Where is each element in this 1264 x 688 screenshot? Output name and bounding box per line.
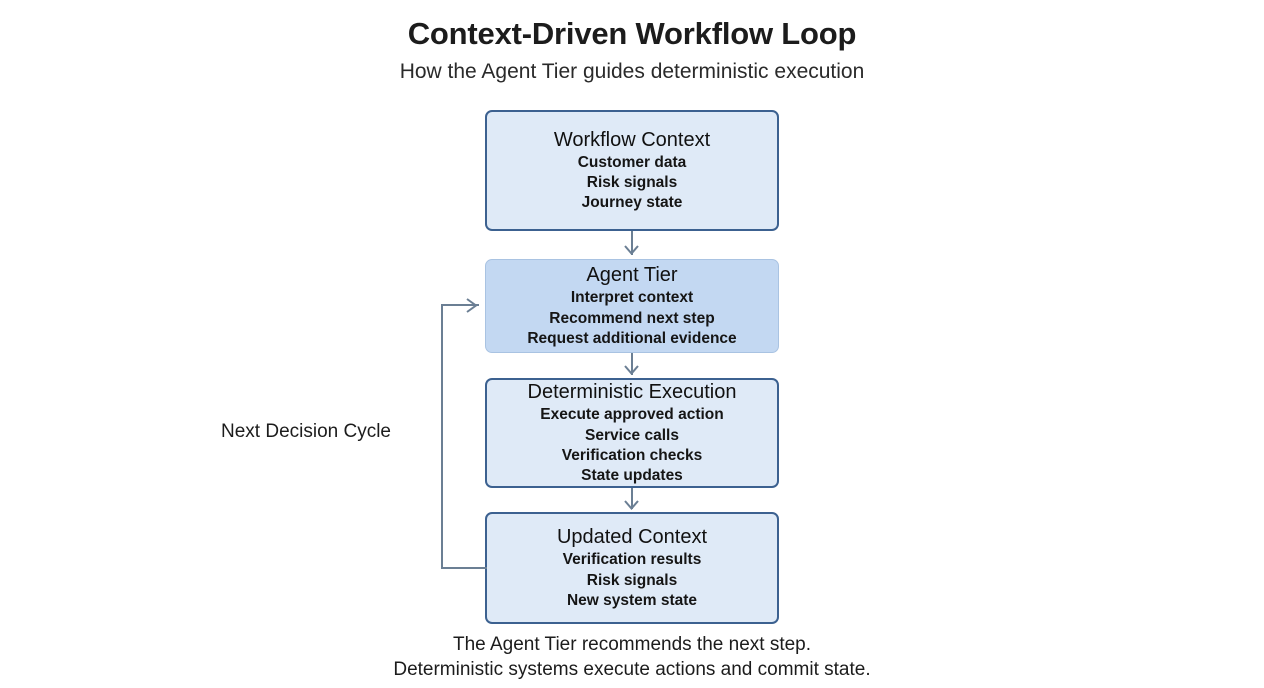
page-subtitle: How the Agent Tier guides deterministic … [399,60,865,83]
diagram-caption: The Agent Tier recommends the next step.… [0,632,1264,683]
arrow-down-icon [624,365,639,375]
page-title: Context-Driven Workflow Loop [407,16,857,51]
node-detail-line: Risk signals [586,174,678,192]
arrow-down-icon [624,245,639,255]
node-detail-line: Verification checks [561,446,703,464]
connector-line [631,231,633,255]
node-detail-line: Execute approved action [540,406,724,424]
arrow-right-icon [466,298,478,313]
node-title: Workflow Context [553,128,711,151]
node-detail-line: New system state [566,591,698,609]
node-agent-tier[interactable]: Agent Tier Interpret context Recommend n… [485,259,779,353]
caption-line-2: Deterministic systems execute actions an… [393,659,871,681]
node-detail-line: Customer data [577,153,687,171]
node-detail-line: State updates [581,466,683,484]
node-detail-line: Risk signals [586,571,678,589]
node-title: Updated Context [556,526,708,549]
node-detail-line: Request additional evidence [527,329,737,347]
node-detail-line: Journey state [581,194,683,212]
node-updated-context[interactable]: Updated Context Verification results Ris… [485,512,779,624]
feedback-loop-segment-vertical [441,304,443,569]
node-detail-line: Recommend next step [549,309,715,327]
connector-line [631,488,633,509]
node-detail-line: Verification results [562,551,702,569]
feedback-loop-label: Next Decision Cycle [221,421,391,442]
caption-line-1: The Agent Tier recommends the next step. [452,634,812,655]
node-detail-line: Interpret context [570,289,694,307]
node-title: Agent Tier [586,264,678,287]
feedback-loop-segment-bottom [441,567,487,569]
node-title: Deterministic Execution [527,381,737,404]
node-workflow-context[interactable]: Workflow Context Customer data Risk sign… [485,110,779,231]
connector-line [631,353,633,375]
feedback-loop-segment-top [441,304,479,306]
node-deterministic-execution[interactable]: Deterministic Execution Execute approved… [485,378,779,488]
arrow-down-icon [624,500,639,510]
node-detail-line: Service calls [585,426,679,444]
